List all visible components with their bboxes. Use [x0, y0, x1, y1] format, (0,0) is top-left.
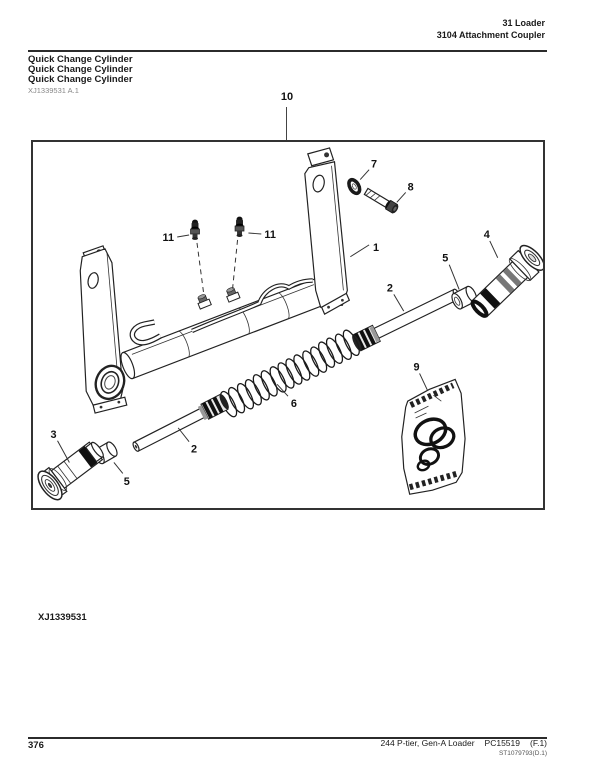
- bushing-part-5-right: [451, 285, 478, 310]
- coupler-part-4: [470, 244, 545, 318]
- callout-9: 9: [414, 362, 420, 374]
- callout-10: 10: [280, 91, 294, 103]
- fitting-left-dash: [196, 242, 205, 296]
- callout-1: 1: [373, 242, 379, 254]
- title-block: Quick Change Cylinder Quick Change Cylin…: [28, 55, 133, 85]
- callout-11-right: 11: [264, 229, 276, 241]
- grease-port-left: [197, 294, 212, 310]
- coupler-part-3: [37, 441, 104, 501]
- callout-6: 6: [291, 398, 297, 410]
- frame-left-tower: [79, 245, 128, 414]
- callout-8: 8: [408, 181, 414, 193]
- footer-rule: [28, 737, 547, 739]
- page-header: 31 Loader 3104 Attachment Coupler: [437, 17, 545, 41]
- callout-5-left: 5: [124, 476, 130, 488]
- grease-fitting-left: [190, 219, 200, 240]
- rod-part-2-right: [352, 288, 461, 352]
- callout-11-left: 11: [163, 232, 175, 244]
- grease-fitting-right: [234, 216, 245, 237]
- frame-right-tower: [304, 147, 351, 315]
- figure-id: XJ1339531: [38, 612, 87, 623]
- figure-reference: XJ1339531 A.1: [28, 86, 79, 95]
- page-footer: 244 P-tier, Gen-A Loader PC15519 (F.1) ST1…: [381, 739, 547, 758]
- footer-doc-title: 244 P-tier, Gen-A Loader: [380, 738, 475, 748]
- callout-2-right: 2: [387, 282, 393, 294]
- callout-3: 3: [51, 429, 57, 441]
- header-section: 31 Loader: [502, 18, 545, 28]
- diagram-frame: 1 2 2 3 4 5 5 6 7 8: [31, 140, 545, 510]
- callout-5-right: 5: [442, 253, 448, 265]
- footer-catalog-number: PC15519: [484, 738, 520, 748]
- washer-part-7: [347, 177, 362, 196]
- fitting-right-dash: [232, 239, 239, 289]
- seal-kit-bag-part-9: [401, 378, 466, 495]
- callouts: 1 2 2 3 4 5 5 6 7 8: [51, 159, 499, 488]
- header-subsection: 3104 Attachment Coupler: [436, 30, 545, 40]
- callout-4: 4: [484, 229, 490, 241]
- page-title: Quick Change Cylinder: [28, 74, 133, 85]
- callout-2-left: 2: [191, 444, 197, 456]
- page-number: 376: [28, 740, 44, 751]
- callout-10-leader: [286, 107, 287, 140]
- footer-line: 244 P-tier, Gen-A Loader PC15519 (F.1): [381, 739, 547, 748]
- footer-revision: (F.1): [530, 738, 547, 748]
- bolt-part-8: [363, 187, 399, 214]
- rod-part-2-left: [132, 393, 229, 452]
- page-title: Quick Change Cylinder: [28, 54, 133, 65]
- exploded-diagram: 1 2 2 3 4 5 5 6 7 8: [37, 147, 545, 501]
- grease-port-right: [226, 287, 241, 303]
- footer-footnote: ST1079793(D.1): [498, 750, 547, 757]
- callout-7: 7: [371, 159, 377, 171]
- frame-barrel: [120, 276, 330, 380]
- page-title: Quick Change Cylinder: [28, 64, 133, 75]
- header-rule: [28, 50, 547, 52]
